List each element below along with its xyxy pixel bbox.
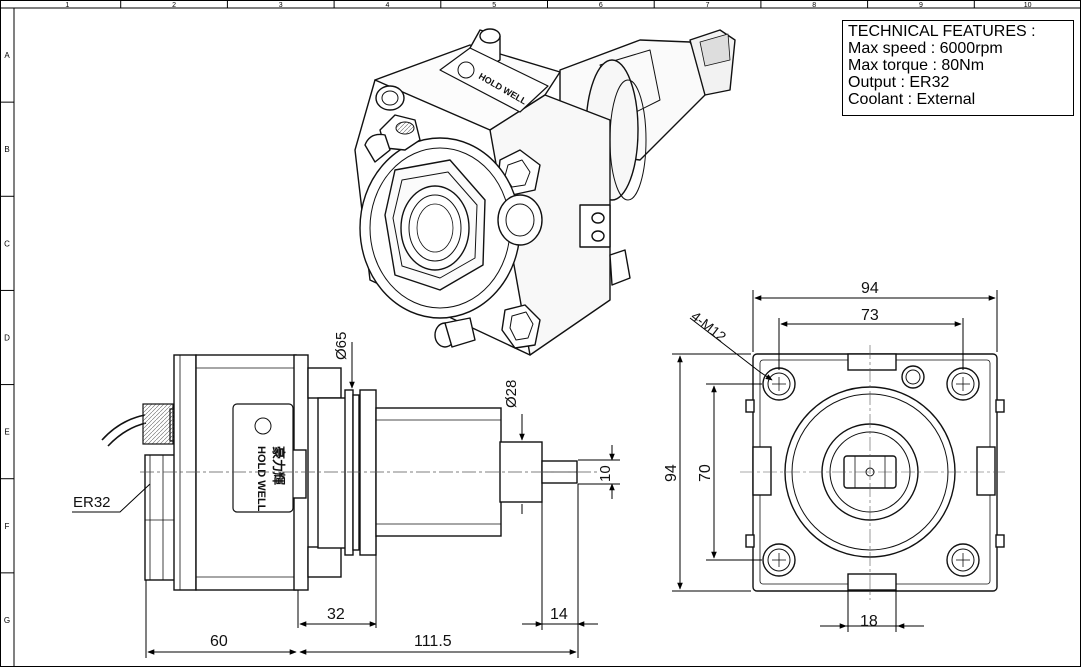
spec-max-speed: Max speed : 6000rpm	[848, 40, 1003, 57]
isometric-view: HOLD WELL	[354, 28, 736, 356]
dim-collet-label: ER32	[73, 494, 111, 511]
brand-plate-side-chinese: 豪力輝	[271, 446, 286, 485]
side-view: HOLD WELL 豪力輝	[101, 354, 600, 591]
column-label: 7	[706, 2, 710, 9]
column-label: 2	[172, 2, 176, 9]
column-label: 3	[279, 2, 283, 9]
dim-tang-width: 10	[597, 465, 614, 482]
brand-plate-side-text: HOLD WELL	[255, 446, 267, 512]
column-label: 10	[1024, 2, 1032, 9]
dim-width-94: 94	[861, 280, 879, 297]
column-label: 5	[492, 2, 496, 9]
row-label: F	[5, 522, 10, 531]
dim-key-18: 18	[860, 613, 878, 630]
dim-height-94: 94	[663, 464, 680, 482]
column-label: 1	[65, 2, 69, 9]
dim-length-32: 32	[327, 606, 345, 623]
bolt-hole-inner	[767, 372, 791, 396]
dim-body-diameter: Ø65	[333, 332, 350, 360]
bolt-hole-inner	[767, 548, 791, 572]
dimension-lines	[72, 290, 998, 658]
brand-plate-side: HOLD WELL 豪力輝	[232, 403, 294, 513]
spec-max-torque: Max torque : 80Nm	[848, 57, 985, 74]
dim-bolt-70: 70	[697, 464, 714, 482]
technical-features-box: TECHNICAL FEATURES : Max speed : 6000rpm…	[842, 20, 1074, 116]
row-label: A	[4, 51, 10, 60]
spec-title: TECHNICAL FEATURES :	[848, 23, 1036, 40]
dim-bolt-73: 73	[861, 307, 879, 324]
spec-output: Output : ER32	[848, 74, 950, 91]
dim-shaft-diameter: Ø28	[503, 380, 520, 408]
row-label: B	[4, 145, 9, 154]
column-label: 8	[812, 2, 816, 9]
row-label: G	[4, 616, 10, 625]
row-label: C	[4, 239, 10, 248]
row-labels: A B C D E F G	[4, 51, 10, 625]
column-labels: 1 2 3 4 5 6 7 8 9 10	[65, 2, 1031, 9]
dim-holes: 4-M12	[688, 308, 729, 345]
dim-length-14: 14	[550, 606, 568, 623]
spec-coolant: Coolant : External	[848, 91, 976, 108]
end-view	[740, 345, 1005, 600]
column-label: 9	[919, 2, 923, 9]
bolt-hole-inner	[951, 548, 975, 572]
column-label: 6	[599, 2, 603, 9]
dim-length-111-5: 111.5	[414, 633, 452, 650]
column-label: 4	[385, 2, 389, 9]
dim-length-60: 60	[210, 633, 228, 650]
bolt-hole-inner	[951, 372, 975, 396]
row-label: D	[4, 334, 10, 343]
row-label: E	[4, 428, 9, 437]
